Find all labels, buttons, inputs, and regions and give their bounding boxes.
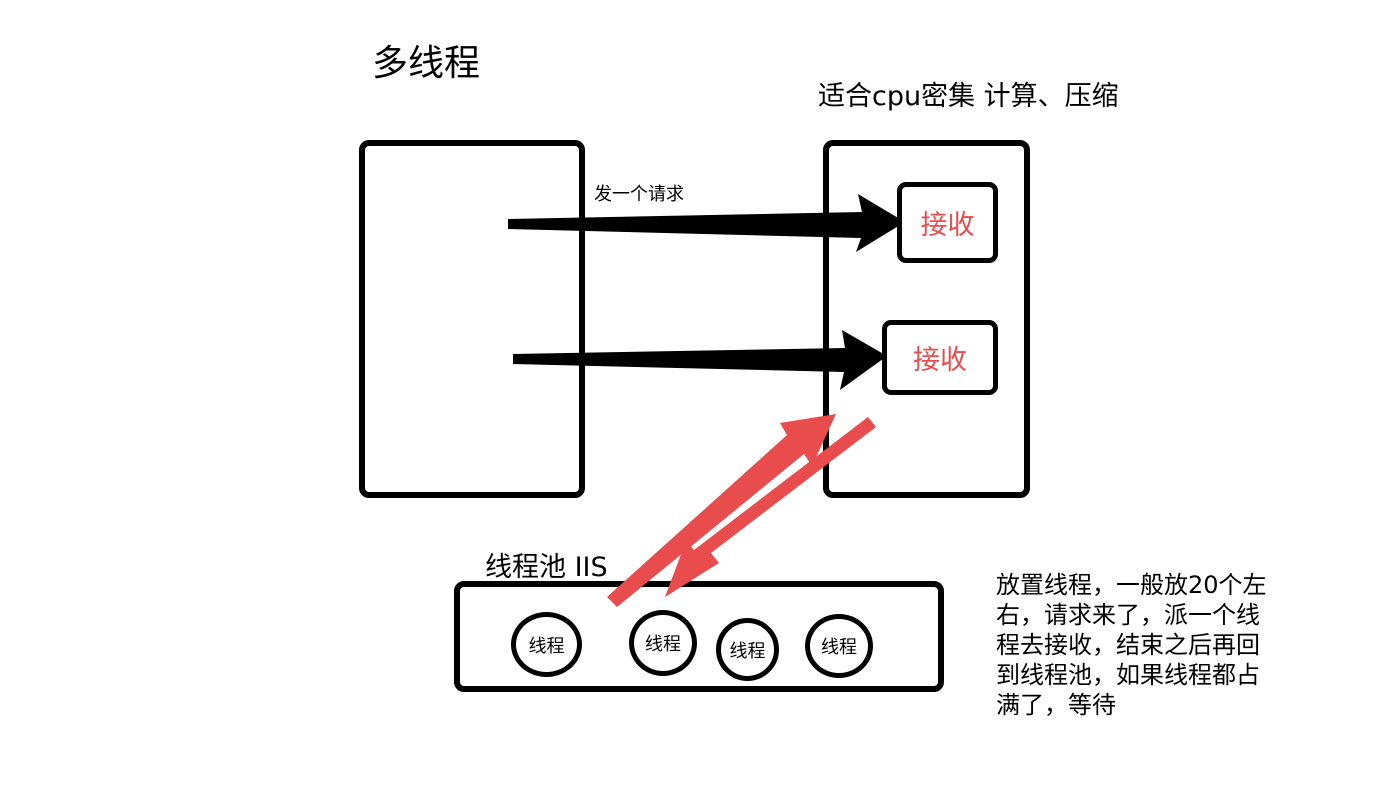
thread-label-1: 线程 bbox=[528, 635, 565, 657]
receive-box-2: 接收 bbox=[882, 320, 998, 395]
thread-label-2: 线程 bbox=[645, 634, 681, 655]
thread-circle-2: 线程 bbox=[629, 610, 697, 676]
thread-circle-3: 线程 bbox=[716, 618, 779, 681]
return-arrow bbox=[665, 417, 876, 597]
thread-circle-4: 线程 bbox=[805, 614, 873, 678]
receive-box-1: 接收 bbox=[897, 182, 998, 263]
receive-label-2: 接收 bbox=[913, 345, 967, 376]
dispatch-arrow bbox=[607, 414, 836, 607]
thread-pool-note: 放置线程，一般放20个左右，请求来了，派一个线程去接收，结束之后再回到线程池，如… bbox=[996, 571, 1267, 719]
cpu-intensive-label: 适合cpu密集 计算、压缩 bbox=[818, 81, 1119, 112]
thread-circle-1: 线程 bbox=[511, 612, 582, 677]
thread-label-4: 线程 bbox=[821, 637, 857, 658]
request-arrow-1 bbox=[508, 194, 905, 252]
receive-label-1: 接收 bbox=[920, 210, 975, 241]
server-box bbox=[823, 140, 1030, 498]
client-box bbox=[359, 140, 585, 498]
request-arrow-2 bbox=[513, 330, 887, 390]
thread-label-3: 线程 bbox=[729, 640, 766, 662]
request-label: 发一个请求 bbox=[594, 184, 684, 205]
diagram-title: 多线程 bbox=[372, 43, 481, 84]
thread-pool-title: 线程池 IIS bbox=[485, 552, 608, 583]
thread-pool-box bbox=[454, 581, 944, 692]
